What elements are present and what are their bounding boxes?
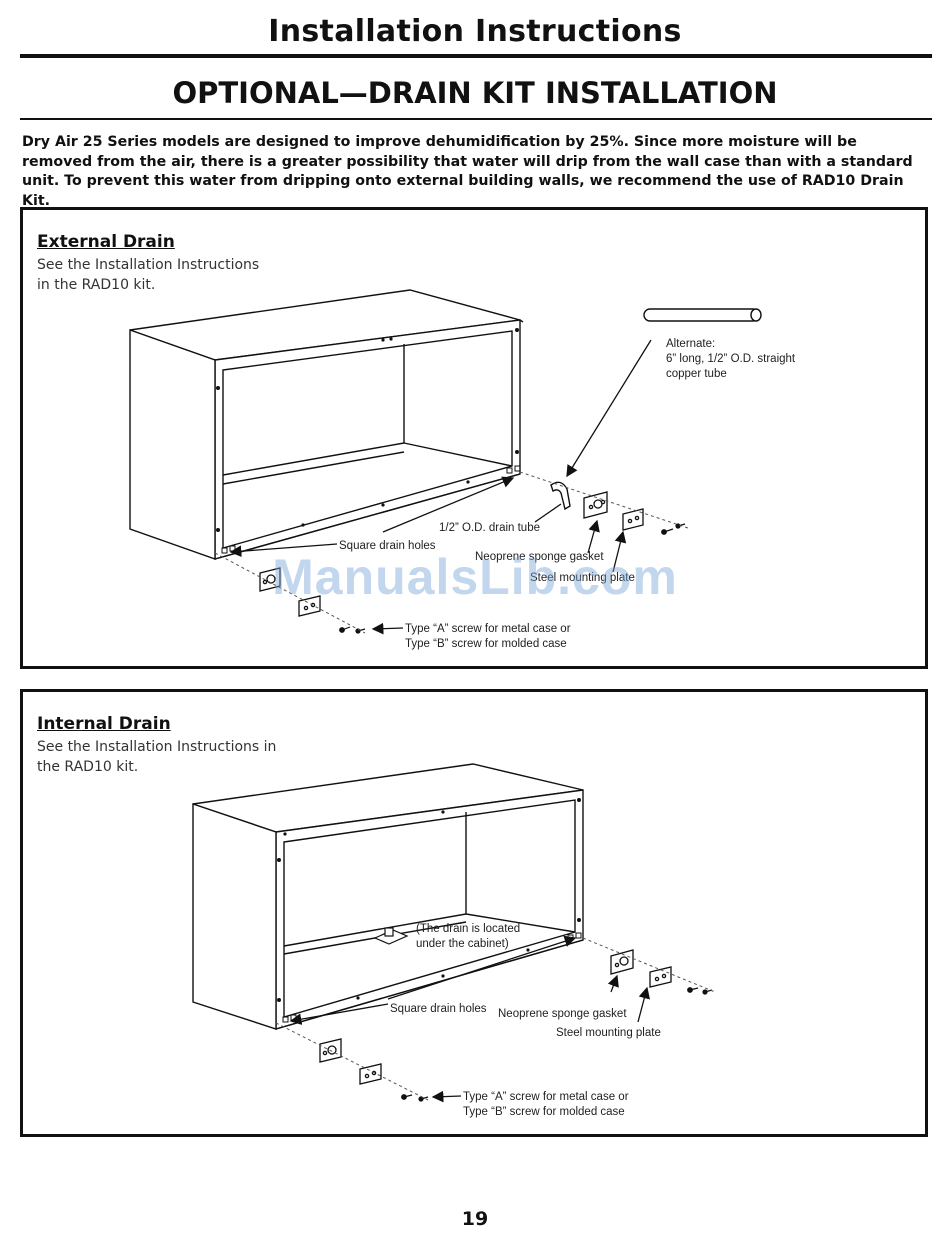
- gasket-label: Neoprene sponge gasket: [475, 551, 604, 563]
- drain-tube-label: 1/2” O.D. drain tube: [439, 522, 540, 534]
- right-gasket-icon: [583, 491, 608, 519]
- external-drain-description: See the Installation Instructions in the…: [37, 255, 259, 295]
- copper-tube-icon: [643, 308, 762, 322]
- internal-drain-heading: Internal Drain: [37, 714, 171, 734]
- internal-right-screw-icon: [687, 987, 713, 995]
- internal-mounting-plate-label: Steel mounting plate: [556, 1027, 661, 1039]
- left-screw-icon: [339, 626, 366, 634]
- drain-note-line-1: (The drain is located: [416, 923, 520, 935]
- internal-screw-type-b-label: Type “B” screw for molded case: [463, 1106, 625, 1118]
- external-drain-heading: External Drain: [37, 232, 175, 252]
- internal-drain-panel: Internal Drain See the Installation Inst…: [20, 689, 928, 1137]
- internal-desc-line-2: the RAD10 kit.: [37, 759, 139, 775]
- square-drain-holes-label: Square drain holes: [339, 540, 436, 552]
- internal-leader-arrows: [289, 935, 650, 1103]
- drain-note-line-2: under the cabinet): [416, 938, 509, 950]
- section-rule: [20, 118, 932, 120]
- section-title: OPTIONAL—DRAIN KIT INSTALLATION: [172, 76, 778, 110]
- leader-arrows: [229, 339, 652, 635]
- wall-case-drawing: [129, 289, 524, 560]
- right-screw-icon: [661, 523, 686, 535]
- right-plate-icon: [622, 508, 644, 531]
- wall-case-drawing-internal: [192, 763, 584, 1030]
- internal-desc-line-1: See the Installation Instructions in: [37, 739, 277, 755]
- screw-type-a-label: Type “A” screw for metal case or: [405, 623, 571, 635]
- page-number: 19: [461, 1208, 489, 1230]
- external-desc-line-1: See the Installation Instructions: [37, 257, 260, 273]
- assembly-lines: [214, 471, 689, 634]
- header-rule: [20, 54, 932, 58]
- internal-left-plate-icon: [359, 1063, 382, 1085]
- alternate-label: Alternate:: [666, 338, 715, 350]
- internal-screw-type-a-label: Type “A” screw for metal case or: [463, 1091, 629, 1103]
- screw-type-b-label: Type “B” screw for molded case: [405, 638, 567, 650]
- page-header-title: Installation Instructions: [268, 14, 682, 49]
- internal-drain-diagram: (The drain is located under the cabinet)…: [192, 763, 716, 1118]
- external-desc-line-2: in the RAD10 kit.: [37, 277, 156, 293]
- internal-drain-description: See the Installation Instructions in the…: [37, 737, 276, 777]
- alternate-line-3: copper tube: [666, 368, 727, 380]
- alternate-line-2: 6” long, 1/2” O.D. straight: [666, 353, 796, 365]
- external-drain-diagram: Alternate: 6” long, 1/2” O.D. straight c…: [129, 289, 796, 650]
- internal-drain-fitting-icon: [373, 927, 409, 945]
- left-plate-icon: [298, 595, 321, 617]
- internal-right-plate-icon: [649, 966, 672, 988]
- manualslib-watermark: ManualsLib.com: [272, 549, 678, 605]
- internal-left-screw-icon: [401, 1094, 429, 1102]
- intro-paragraph: Dry Air 25 Series models are designed to…: [22, 134, 913, 209]
- drain-tube-icon: [550, 481, 571, 511]
- internal-square-drain-holes-label: Square drain holes: [390, 1003, 487, 1015]
- internal-assembly-lines: [275, 937, 716, 1101]
- external-drain-panel: External Drain See the Installation Inst…: [20, 207, 928, 669]
- mounting-plate-label: Steel mounting plate: [530, 572, 635, 584]
- internal-gasket-label: Neoprene sponge gasket: [498, 1008, 627, 1020]
